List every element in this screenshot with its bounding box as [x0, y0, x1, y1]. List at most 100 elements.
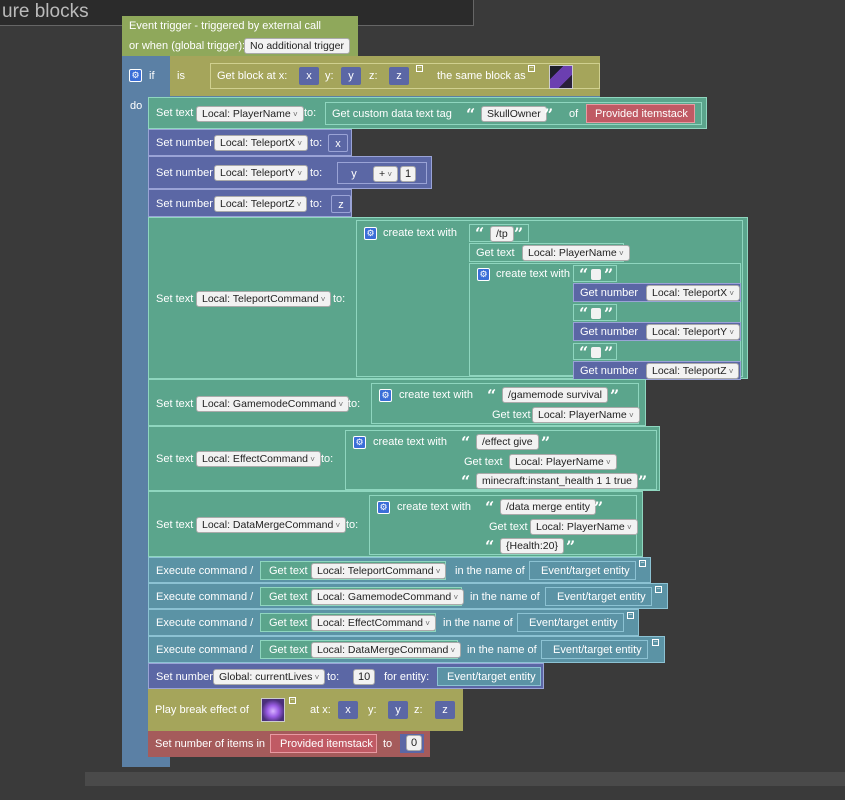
play-break-effect-block[interactable]: Play break effect of – at x: x y: y z: z: [148, 689, 463, 731]
y-coord[interactable]: y: [388, 701, 408, 719]
collapse-icon[interactable]: –: [655, 586, 662, 593]
instant-health-string[interactable]: minecraft:instant_health 1 1 true: [476, 473, 639, 489]
playername-var-dropdown[interactable]: Local: PlayerName: [532, 407, 640, 423]
z-coord[interactable]: z: [435, 701, 455, 719]
inner-create-text-block[interactable]: ⚙ create text with “ ” Get number Local:…: [469, 263, 741, 380]
teleportcommand-var-dropdown[interactable]: Local: TeleportCommand: [196, 291, 332, 307]
execute-command-block[interactable]: Execute command / Get text Local: Gamemo…: [148, 583, 668, 609]
datamergecommand-var-dropdown[interactable]: Local: DataMergeCommand: [311, 642, 462, 658]
playername-var-dropdown[interactable]: Local: PlayerName: [522, 245, 630, 261]
collapse-icon[interactable]: –: [528, 65, 535, 72]
get-text-playername-block[interactable]: Get text Local: PlayerName: [469, 243, 630, 262]
gamemodecommand-var-dropdown[interactable]: Local: GamemodeCommand: [196, 396, 350, 412]
execute-command-block[interactable]: Execute command / Get text Local: DataMe…: [148, 636, 665, 663]
mutator-gear-icon[interactable]: ⚙: [364, 227, 377, 240]
y-coord[interactable]: y: [341, 67, 361, 85]
empty-string-block[interactable]: “ ”: [573, 265, 617, 283]
trigger-dropdown[interactable]: No additional trigger: [244, 38, 350, 54]
create-text-block[interactable]: ⚙ create text with “ /data merge entity …: [369, 495, 638, 555]
tp-string-block[interactable]: “ /tp ”: [469, 224, 529, 242]
x-coord[interactable]: x: [299, 67, 319, 85]
teleportz-var-dropdown[interactable]: Local: TeleportZ: [214, 196, 308, 212]
mutator-gear-icon[interactable]: ⚙: [477, 268, 490, 281]
operator-dropdown[interactable]: +: [373, 166, 399, 182]
get-text-block[interactable]: Get text Local: TeleportCommand: [260, 561, 447, 580]
compare-block[interactable]: is Get block at x: x y: y z: z – the sam…: [170, 56, 600, 96]
collapse-icon[interactable]: –: [627, 612, 634, 619]
execute-command-block[interactable]: Execute command / Get text Local: Effect…: [148, 609, 639, 636]
teleporty-var-dropdown[interactable]: Local: TeleportY: [646, 324, 741, 340]
lives-value[interactable]: 10: [353, 669, 376, 685]
event-target-entity-block[interactable]: Event/target entity: [541, 640, 648, 659]
execute-command-block[interactable]: Execute command / Get text Local: Telepo…: [148, 557, 651, 583]
get-number-tpx-block[interactable]: Get number Local: TeleportX: [573, 283, 741, 302]
empty-string-block[interactable]: “ ”: [573, 343, 617, 361]
create-text-block[interactable]: ⚙ create text with “ /tp ” Get text Loca…: [356, 220, 743, 380]
set-gamemodecommand-block[interactable]: Set text Local: GamemodeCommand to: ⚙ cr…: [148, 379, 646, 426]
teleportz-var-dropdown[interactable]: Local: TeleportZ: [646, 363, 740, 379]
datamergecommand-var-dropdown[interactable]: Local: DataMergeCommand: [196, 517, 347, 533]
teleportx-var-dropdown[interactable]: Local: TeleportX: [646, 285, 741, 301]
event-target-entity-block[interactable]: Event/target entity: [437, 667, 541, 686]
event-trigger-block[interactable]: Event trigger - triggered by external ca…: [122, 16, 358, 56]
y-value[interactable]: y: [344, 165, 364, 183]
get-block-at-block[interactable]: Get block at x: x y: y z: z – the same b…: [210, 63, 600, 89]
horizontal-scrollbar[interactable]: [85, 772, 845, 786]
create-text-block[interactable]: ⚙ create text with “ /gamemode survival …: [371, 383, 640, 424]
effectcommand-var-dropdown[interactable]: Local: EffectCommand: [311, 615, 436, 631]
teleportx-var-dropdown[interactable]: Local: TeleportX: [214, 135, 309, 151]
collapse-icon[interactable]: –: [639, 560, 646, 567]
event-target-entity-block[interactable]: Event/target entity: [517, 613, 624, 632]
set-teleportz-block[interactable]: Set number Local: TeleportZ to: z: [148, 189, 352, 217]
teleportcommand-var-dropdown[interactable]: Local: TeleportCommand: [311, 563, 447, 579]
playername-var-dropdown[interactable]: Local: PlayerName: [530, 519, 638, 535]
get-number-tpz-block[interactable]: Get number Local: TeleportZ: [573, 361, 741, 380]
get-text-block[interactable]: Get text Local: GamemodeCommand: [260, 587, 465, 606]
currentlives-var-dropdown[interactable]: Global: currentLives: [213, 669, 326, 685]
mutator-gear-icon[interactable]: ⚙: [379, 389, 392, 402]
empty-string[interactable]: [591, 347, 601, 358]
z-coord[interactable]: z: [389, 67, 409, 85]
empty-string[interactable]: [591, 269, 601, 280]
mutator-gear-icon[interactable]: ⚙: [353, 436, 366, 449]
event-target-entity-block[interactable]: Event/target entity: [529, 561, 636, 580]
set-datamergecommand-block[interactable]: Set text Local: DataMergeCommand to: ⚙ c…: [148, 491, 643, 557]
collapse-icon[interactable]: –: [416, 65, 423, 72]
x-value[interactable]: x: [328, 134, 348, 152]
one-value[interactable]: 1: [400, 166, 417, 182]
x-coord[interactable]: x: [338, 701, 358, 719]
collapse-icon[interactable]: –: [289, 697, 296, 704]
effectcommand-var-dropdown[interactable]: Local: EffectCommand: [196, 451, 321, 467]
playername-var-dropdown[interactable]: Local: PlayerName: [196, 106, 304, 122]
datamerge-string[interactable]: /data merge entity: [500, 499, 597, 515]
get-number-tpy-block[interactable]: Get number Local: TeleportY: [573, 322, 741, 341]
create-text-block[interactable]: ⚙ create text with “ /effect give ” Get …: [345, 430, 657, 490]
provided-itemstack-block[interactable]: Provided itemstack: [270, 734, 377, 753]
purple-block-icon[interactable]: [549, 65, 573, 89]
tp-string[interactable]: /tp: [490, 226, 514, 242]
item-count-value[interactable]: 0: [406, 735, 423, 751]
if-gear-icon[interactable]: ⚙: [129, 69, 142, 82]
skullowner-string[interactable]: SkullOwner: [481, 106, 547, 122]
teleporty-var-dropdown[interactable]: Local: TeleportY: [214, 165, 309, 181]
get-custom-data-block[interactable]: Get custom data text tag “ SkullOwner ” …: [325, 102, 702, 125]
provided-itemstack-block[interactable]: Provided itemstack: [586, 104, 695, 123]
playername-var-dropdown[interactable]: Local: PlayerName: [509, 454, 617, 470]
number-block[interactable]: 0: [400, 734, 424, 753]
gamemode-string[interactable]: /gamemode survival: [502, 387, 608, 403]
empty-string-block[interactable]: “ ”: [573, 304, 617, 322]
set-teleportx-block[interactable]: Set number Local: TeleportX to: x: [148, 129, 352, 156]
gamemodecommand-var-dropdown[interactable]: Local: GamemodeCommand: [311, 589, 465, 605]
health-string[interactable]: {Health:20}: [500, 538, 564, 554]
empty-string[interactable]: [591, 308, 601, 319]
set-effectcommand-block[interactable]: Set text Local: EffectCommand to: ⚙ crea…: [148, 426, 660, 491]
collapse-icon[interactable]: –: [652, 639, 659, 646]
arith-block[interactable]: y + 1: [337, 162, 427, 184]
z-value[interactable]: z: [331, 195, 351, 213]
get-text-block[interactable]: Get text Local: EffectCommand: [260, 613, 436, 632]
set-playername-block[interactable]: Set text Local: PlayerName to: Get custo…: [148, 97, 707, 129]
set-item-count-block[interactable]: Set number of items in Provided itemstac…: [148, 731, 430, 757]
set-teleportcommand-block[interactable]: Set text Local: TeleportCommand to: ⚙ cr…: [148, 217, 748, 380]
event-target-entity-block[interactable]: Event/target entity: [545, 587, 652, 606]
effect-string[interactable]: /effect give: [476, 434, 539, 450]
